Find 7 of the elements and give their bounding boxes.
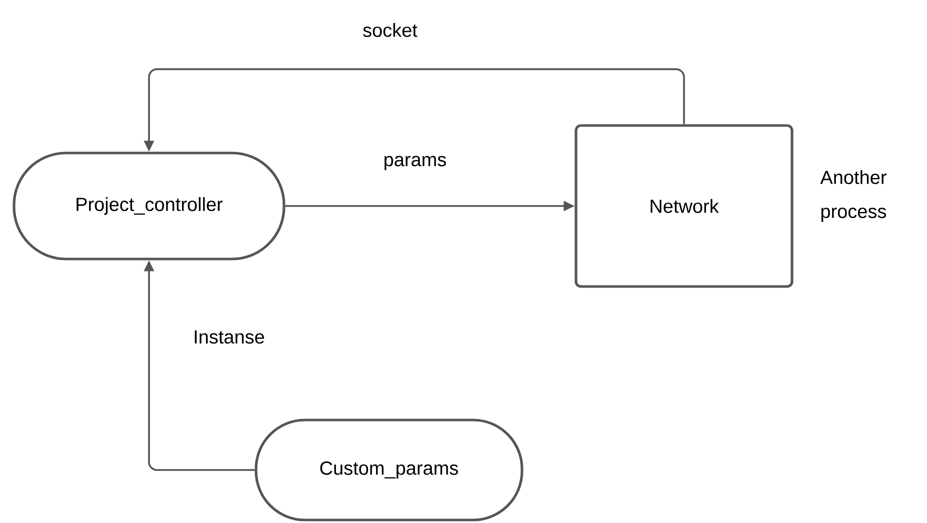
edge-label: Instanse [191, 328, 267, 346]
process-terminal: Project_controller [12, 152, 286, 260]
edge-label: params [381, 154, 449, 172]
process-terminal: Custom_params [254, 418, 524, 522]
process-box: Network [574, 124, 794, 288]
edge-label: socket [360, 21, 420, 39]
side-note: Another process [820, 170, 886, 222]
